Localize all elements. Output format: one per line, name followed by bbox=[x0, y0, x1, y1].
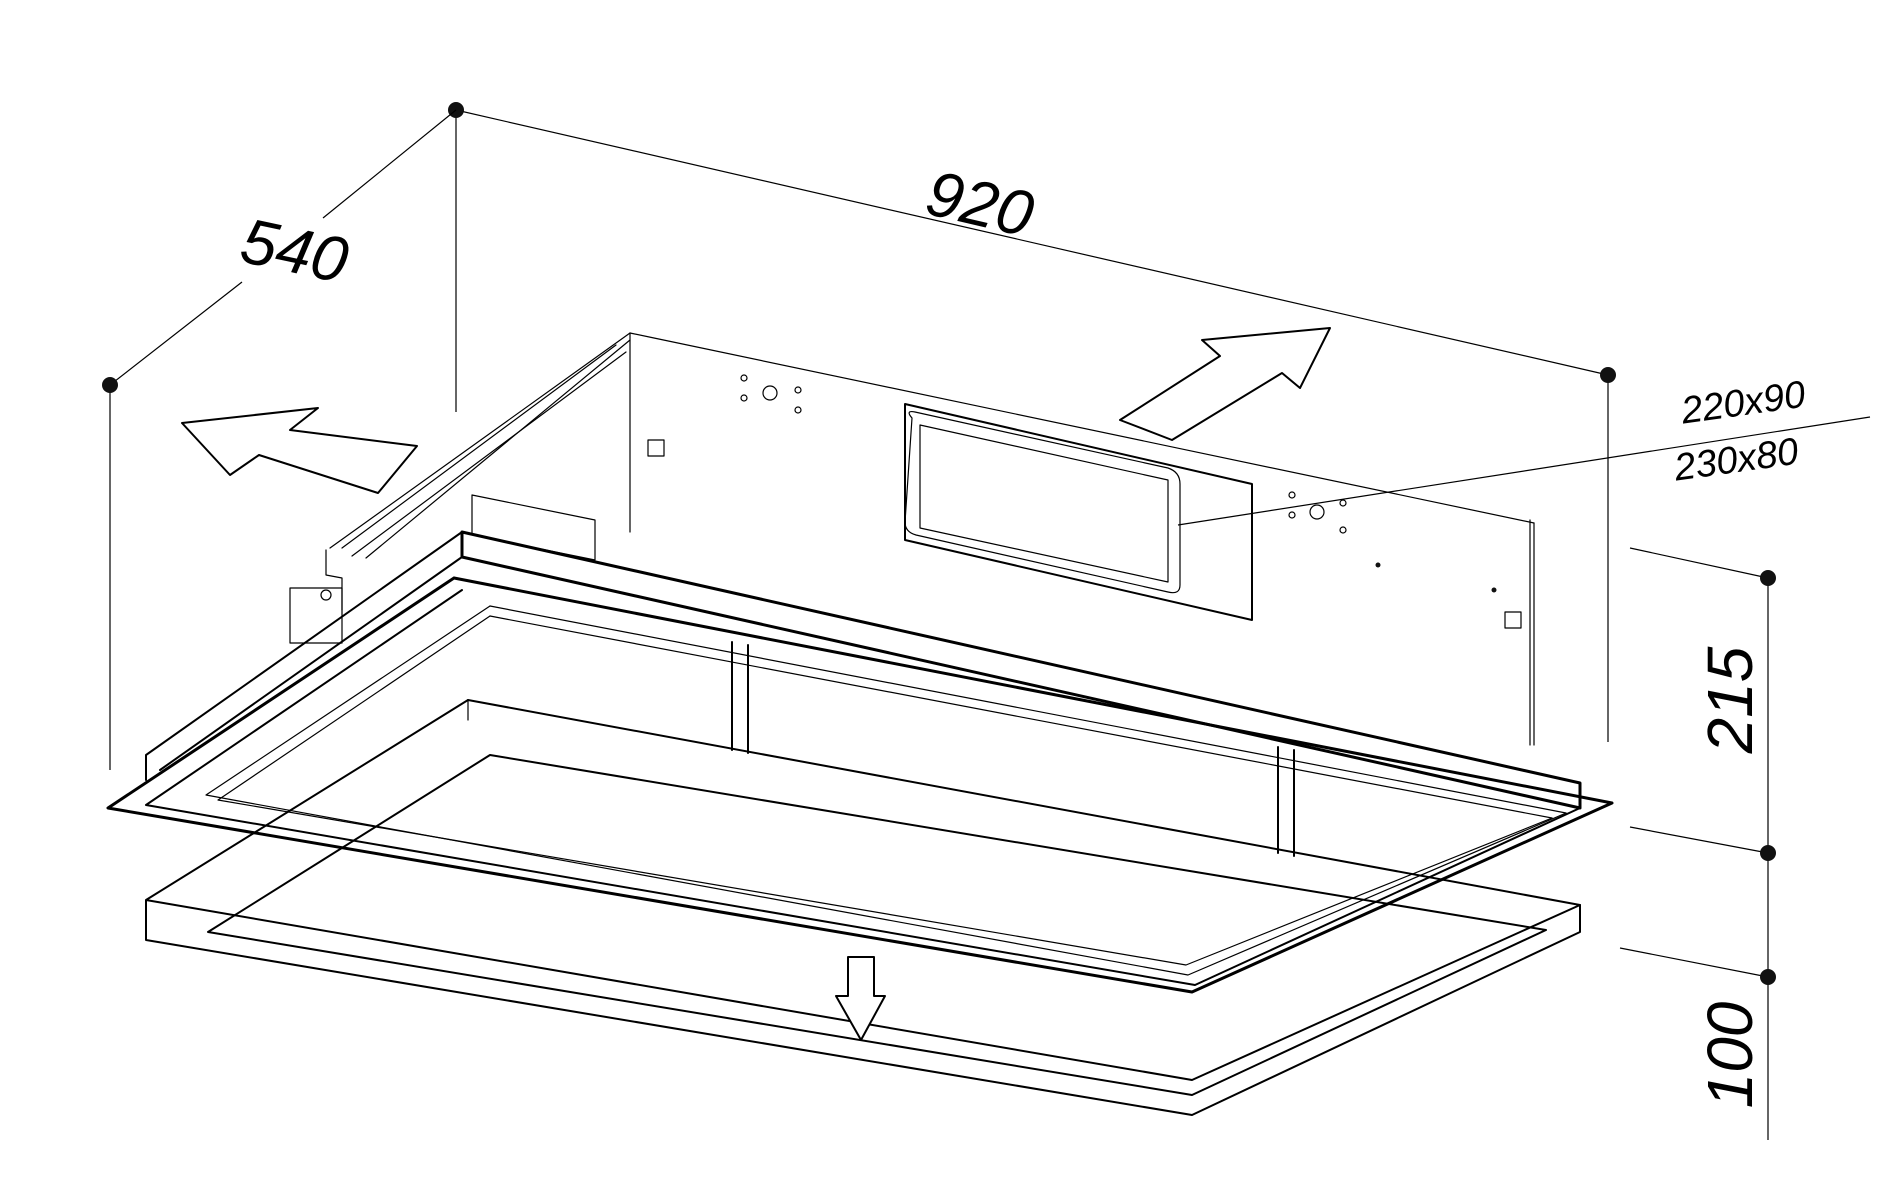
outline-arrow-down-icon bbox=[835, 956, 886, 1041]
dimension-heights: 215 100 bbox=[1619, 547, 1776, 1140]
dimension-label-panel-height: 100 bbox=[1694, 1001, 1766, 1108]
outlet-size-label-a: 220x90 bbox=[1678, 374, 1808, 433]
outline-arrow-right-icon bbox=[1119, 327, 1331, 441]
dimension-point-top-right bbox=[1600, 367, 1616, 383]
outlet-size-callout: 220x90 230x80 bbox=[1177, 374, 1871, 526]
dimension-width: 920 bbox=[448, 102, 1616, 742]
dimension-label-body-height: 215 bbox=[1694, 646, 1766, 754]
outlet-size-label-b: 230x80 bbox=[1671, 431, 1801, 490]
filter-panel bbox=[145, 699, 1581, 1116]
dimension-label-depth: 540 bbox=[235, 204, 355, 297]
dimension-label-width: 920 bbox=[920, 156, 1041, 250]
ceiling-frame bbox=[106, 530, 1614, 994]
dimension-point-height-mid bbox=[1760, 845, 1776, 861]
dimension-point-height-top bbox=[1760, 570, 1776, 586]
outline-arrow-left-icon bbox=[181, 407, 418, 494]
dimension-point-height-panel bbox=[1760, 969, 1776, 985]
dimension-point-left bbox=[102, 377, 118, 393]
